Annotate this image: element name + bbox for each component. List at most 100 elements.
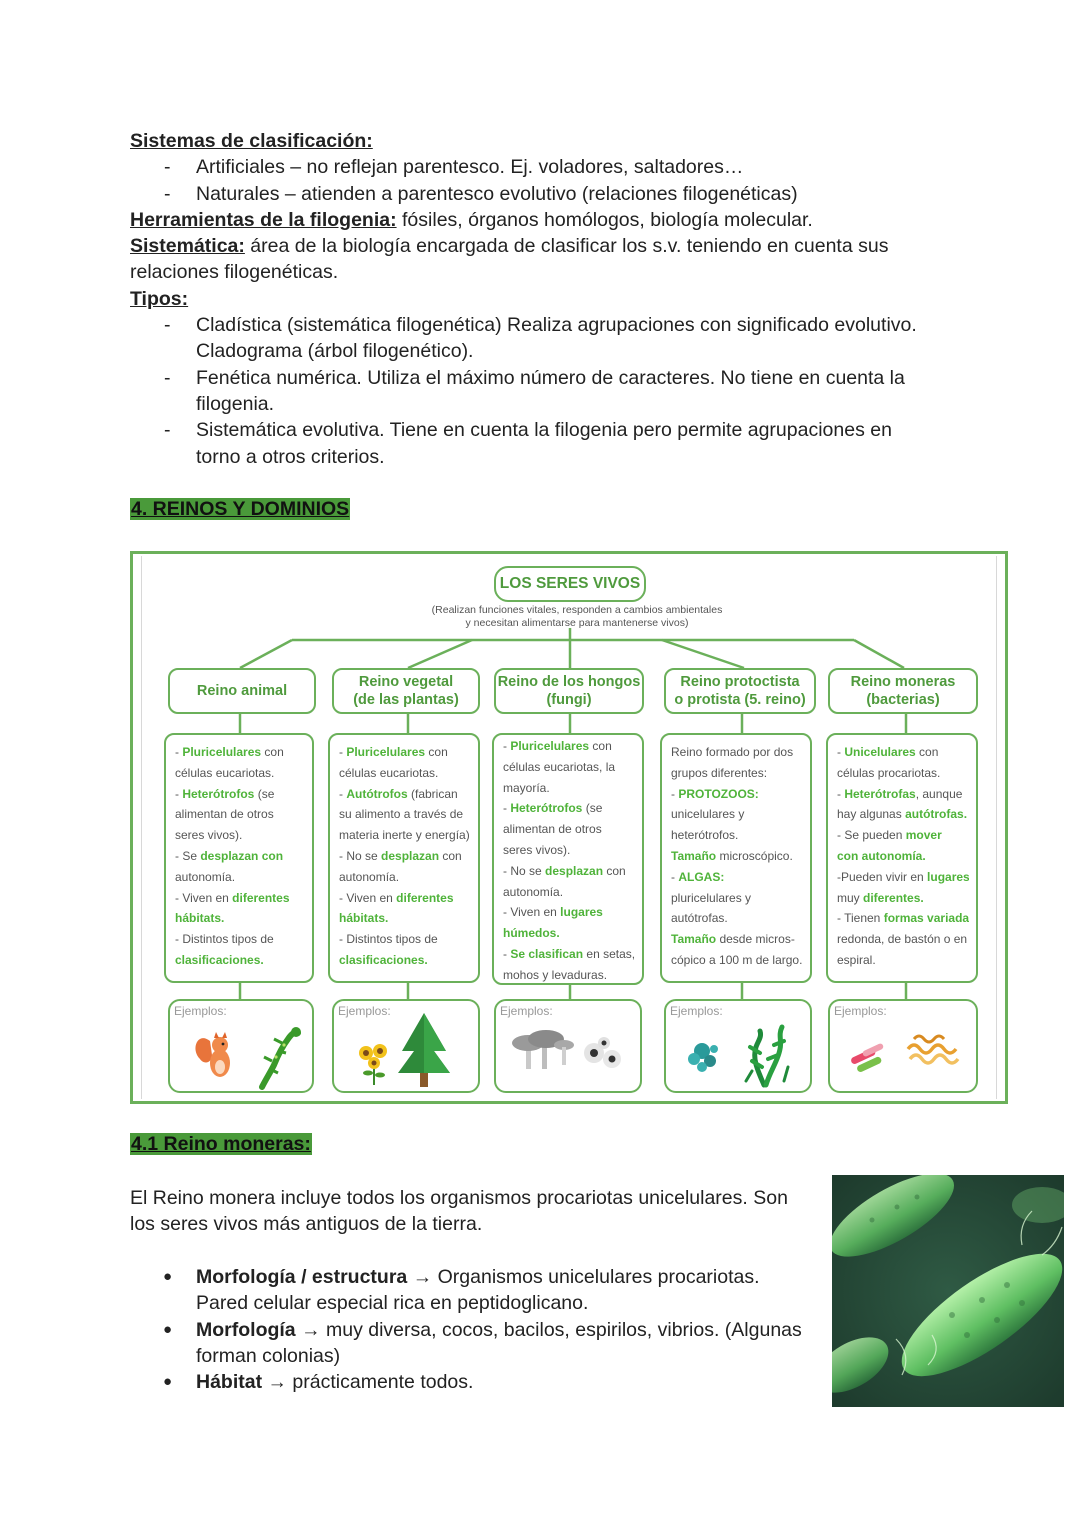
desc-text: (fabrican <box>407 786 458 801</box>
desc-text: - <box>671 786 679 801</box>
desc-text: con <box>915 745 939 759</box>
desc-line: -Pueden vivir en lugares <box>837 867 969 888</box>
desc-text: grupos diferentes: <box>671 765 768 780</box>
desc-line: - Distintos tipos de <box>175 929 305 950</box>
tools-label: Herramientas de la filogenia: <box>130 208 397 231</box>
keyword-highlight: Heterótrofas <box>844 786 916 801</box>
squirrel-lizard-illustration <box>195 1027 301 1090</box>
keyword-highlight: mover <box>905 828 942 843</box>
desc-line: hábitats. <box>175 908 305 929</box>
kingdom-title-moneras: Reino moneras(bacterias) <box>828 668 978 714</box>
keyword-highlight: lugares <box>560 905 603 920</box>
classification-list: Artificiales – no reflejan parentesco. E… <box>130 154 950 207</box>
desc-text: autonomía. <box>339 869 400 884</box>
desc-text: muy <box>837 890 864 905</box>
desc-text: - <box>175 745 183 759</box>
mold-icon <box>584 1037 621 1068</box>
desc-text: cópico a 100 m de largo. <box>671 952 803 967</box>
mushroom-icon <box>512 1030 574 1069</box>
section-4-1-heading: 4.1 Reino moneras: <box>130 1133 312 1155</box>
desc-text: - Se <box>175 848 201 863</box>
pine-tree-icon <box>398 1013 450 1087</box>
kingdom-title-vegetal: Reino vegetal(de las plantas) <box>332 668 480 714</box>
keyword-highlight: Tamaño <box>671 932 717 947</box>
desc-text: espiral. <box>837 952 876 967</box>
examples-label: Ejemplos: <box>670 1004 723 1018</box>
keyword-highlight: clasificaciones. <box>339 952 428 967</box>
bacteria-photo <box>832 1175 1064 1407</box>
desc-text: - <box>503 801 511 816</box>
keyword-highlight: hábitats. <box>339 911 389 926</box>
desc-line: autótrofas. <box>671 908 803 929</box>
desc-line: materia inerte y energía) <box>339 825 471 846</box>
desc-text: (se <box>254 786 275 801</box>
top-notes: Sistemas de clasificación: Artificiales … <box>130 128 950 470</box>
desc-line: pluricelulares y <box>671 888 803 909</box>
desc-text: células eucariotas. <box>339 765 439 780</box>
keyword-highlight: Pluricelulares <box>346 745 426 759</box>
list-item: Artificiales – no reflejan parentesco. E… <box>130 154 950 181</box>
keyword-highlight: clasificaciones. <box>175 952 264 967</box>
keyword-highlight: PROTOZOOS: <box>678 786 759 801</box>
desc-text: - No se <box>339 848 382 863</box>
diagram-inner: LOS SERES VIVOS (Realizan funciones vita… <box>141 556 997 1099</box>
desc-text: - Viven en <box>175 890 233 905</box>
desc-line: con autonomía. <box>837 846 969 867</box>
desc-line: - Pluricelulares con <box>175 742 305 763</box>
moneras-bullet-list: Morfología / estructura → Organismos uni… <box>130 1264 830 1396</box>
protozoa-icon <box>688 1043 718 1072</box>
desc-text: su alimento a través de <box>339 807 464 822</box>
desc-text: -Pueden vivir en <box>837 869 928 884</box>
desc-line: hay algunas autótrofas. <box>837 804 969 825</box>
desc-text: - Distintos tipos de <box>339 932 438 947</box>
keyword-highlight: diferentes <box>396 890 454 905</box>
desc-line: cópico a 100 m de largo. <box>671 950 803 971</box>
types-list: Cladística (sistemática filogenética) Re… <box>130 312 950 470</box>
desc-text: mohos y levaduras. <box>503 967 608 982</box>
desc-text: seres vivos). <box>175 828 243 843</box>
list-item: Cladística (sistemática filogenética) Re… <box>130 312 950 365</box>
desc-text: - <box>671 869 679 884</box>
desc-text: - <box>503 739 511 753</box>
sunflower-icon <box>359 1044 387 1085</box>
desc-text: - Viven en <box>339 890 397 905</box>
examples-label: Ejemplos: <box>338 1004 391 1018</box>
protozoa-algae-illustration <box>688 1024 790 1088</box>
section-4-heading: 4. REINOS Y DOMINIOS <box>130 498 351 520</box>
desc-text: unicelulares y <box>671 807 745 822</box>
desc-line: alimentan de otros <box>175 804 305 825</box>
desc-line: Tamaño desde micros- <box>671 929 803 950</box>
examples-protista: Ejemplos: <box>664 999 812 1093</box>
desc-line: - Pluricelulares con <box>503 736 635 757</box>
desc-text: - No se <box>503 863 546 878</box>
classification-heading: Sistemas de clasificación: <box>130 130 373 152</box>
desc-line: grupos diferentes: <box>671 763 803 784</box>
examples-label: Ejemplos: <box>174 1004 227 1018</box>
keyword-highlight: Pluricelulares <box>182 745 262 759</box>
desc-line: células eucariotas, la <box>503 757 635 778</box>
examples-label: Ejemplos: <box>500 1004 553 1018</box>
list-item: Morfología → muy diversa, cocos, bacilos… <box>130 1317 830 1370</box>
keyword-highlight: Se clasifican <box>510 946 584 961</box>
keyword-highlight: hábitats. <box>175 911 225 926</box>
desc-text: autonomía. <box>503 884 564 899</box>
desc-line: - Se clasifican en setas, <box>503 944 635 965</box>
desc-line: heterótrofos. <box>671 825 803 846</box>
desc-line: autonomía. <box>339 867 471 888</box>
desc-line: células eucariotas. <box>339 763 471 784</box>
desc-text: alimentan de otros <box>175 807 274 822</box>
kingdom-title-fungi: Reino de los hongos(fungi) <box>494 668 644 714</box>
keyword-highlight: desplazan <box>381 848 440 863</box>
desc-text: mayoría. <box>503 780 550 795</box>
bacteria-illustration <box>851 1034 960 1072</box>
kingdom-title-animal: Reino animal <box>168 668 316 714</box>
list-item: Morfología / estructura → Organismos uni… <box>130 1264 830 1317</box>
desc-line: - Tienen formas variadas: <box>837 908 969 929</box>
lizard-icon <box>259 1027 301 1090</box>
desc-line: seres vivos). <box>503 840 635 861</box>
desc-text: células procariotas. <box>837 765 941 780</box>
keyword-highlight: Unicelulares <box>844 745 916 759</box>
desc-text: (se <box>582 801 603 816</box>
examples-fungi: Ejemplos: <box>494 999 642 1093</box>
